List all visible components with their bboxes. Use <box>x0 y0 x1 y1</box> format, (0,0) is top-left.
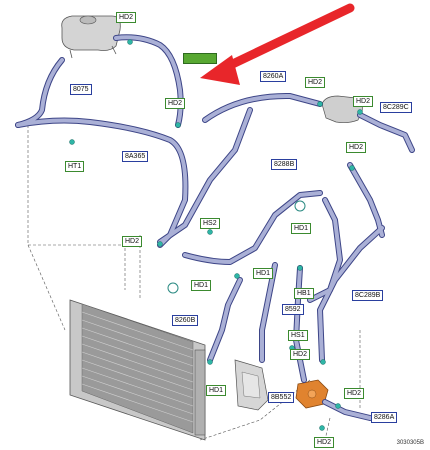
bracket <box>234 359 269 411</box>
hose-clips <box>69 39 363 431</box>
callout-hd2-top: HD2 <box>116 12 137 23</box>
callout-8260a: 8260A <box>260 71 287 82</box>
expansion-tank <box>61 15 121 59</box>
callout-hd2-bottom-c: HD2 <box>314 437 335 448</box>
callout-hs1: HS1 <box>288 330 308 341</box>
callout-hd2-right-b: HD2 <box>346 142 367 153</box>
red-pointer-arrow <box>200 3 355 85</box>
hoses <box>15 34 415 421</box>
callout-hd1-c: HD1 <box>191 280 212 291</box>
callout-8260b: 8260B <box>172 315 199 326</box>
callout-hb1: HB1 <box>294 288 314 299</box>
callout-8288b: 8288B <box>271 159 298 170</box>
callout-8286a: 8286A <box>371 412 398 423</box>
reference-number: 3030305B <box>396 440 424 446</box>
water-pump <box>295 379 329 409</box>
callout-hs2: HS2 <box>200 218 220 229</box>
callout-ht1: HT1 <box>65 161 85 172</box>
callout-hd1-d: HD1 <box>206 385 227 396</box>
callout-8c289b: 8C289B <box>352 290 384 301</box>
hose-clamps <box>167 200 306 294</box>
callout-hd2-right-a: HD2 <box>353 96 374 107</box>
callout-hd1-a: HD1 <box>291 223 312 234</box>
callout-8592: 8592 <box>282 304 304 315</box>
callout-hd2-bottom-b: HD2 <box>344 388 365 399</box>
callout-8075: 8075 <box>70 84 92 95</box>
callout-8a365: 8A365 <box>122 151 149 162</box>
callout-highlighted-hose: 8C289A <box>183 53 217 64</box>
callout-8c289c: 8C289C <box>380 102 412 113</box>
callout-hd2-mid-left: HD2 <box>165 98 186 109</box>
callout-hd1-b: HD1 <box>253 268 274 279</box>
callout-hd2-right-top: HD2 <box>305 77 326 88</box>
callout-8b552: 8B552 <box>268 392 295 403</box>
callout-hd2-bottom-a: HD2 <box>290 349 311 360</box>
callout-hd2-left: HD2 <box>122 236 143 247</box>
radiator <box>69 299 206 441</box>
